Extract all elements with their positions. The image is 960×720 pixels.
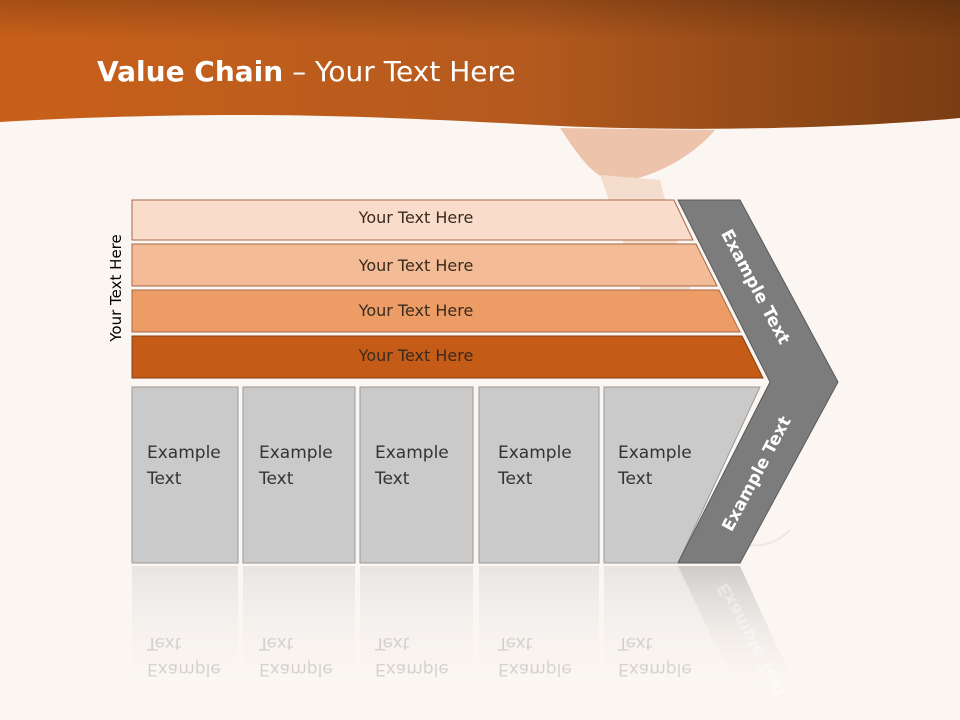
box-3-reflection-line2: Text xyxy=(375,633,410,653)
box-2-reflection-line1: Example xyxy=(259,659,333,679)
box-4-line1: Example xyxy=(498,443,572,463)
box-1 xyxy=(131,386,239,564)
title-bold: Value Chain xyxy=(97,55,284,88)
box-4-reflection-line2: Text xyxy=(498,633,533,653)
reflection xyxy=(132,566,800,696)
box-5-line2: Text xyxy=(618,469,653,489)
side-label: Your Text Here xyxy=(107,234,125,342)
chevron-arrow xyxy=(677,199,839,564)
box-3-reflection: Example Text xyxy=(375,630,475,682)
box-2-reflection-line2: Text xyxy=(259,633,294,653)
box-4-reflection-line1: Example xyxy=(498,659,572,679)
box-3-reflection-line1: Example xyxy=(375,659,449,679)
box-3 xyxy=(359,386,474,564)
bar-3 xyxy=(131,289,741,333)
box-2-line1: Example xyxy=(259,443,333,463)
box-5-reflection-line1: Example xyxy=(618,659,692,679)
box-1-line1: Example xyxy=(147,443,221,463)
box-1-line2: Text xyxy=(147,469,182,489)
bar-4-label: Your Text Here xyxy=(358,346,474,365)
header-shade xyxy=(0,0,960,40)
box-3-line1: Example xyxy=(375,443,449,463)
bar-1-label: Your Text Here xyxy=(358,208,474,227)
title-rest: – Your Text Here xyxy=(283,55,516,88)
box-1-reflection-line1: Example xyxy=(147,659,221,679)
bar-4 xyxy=(131,335,764,379)
bar-3-label: Your Text Here xyxy=(358,301,474,320)
box-5-reflection: Example Text xyxy=(618,630,718,682)
box-1-reflection-line2: Text xyxy=(147,633,182,653)
box-2-reflection: Example Text xyxy=(259,630,359,682)
box-4-line2: Text xyxy=(498,469,533,489)
page-title: Value Chain – Your Text Here xyxy=(97,52,516,92)
bar-2-label: Your Text Here xyxy=(358,256,474,275)
box-3-line2: Text xyxy=(375,469,410,489)
box-5-reflection-line2: Text xyxy=(618,633,653,653)
box-4-reflection: Example Text xyxy=(498,630,598,682)
box-2-line2: Text xyxy=(259,469,294,489)
bar-1 xyxy=(131,199,694,241)
box-1-reflection: Example Text xyxy=(147,630,247,682)
box-5-line1: Example xyxy=(618,443,692,463)
bar-2 xyxy=(131,243,718,287)
box-2 xyxy=(242,386,356,564)
box-4 xyxy=(478,386,600,564)
